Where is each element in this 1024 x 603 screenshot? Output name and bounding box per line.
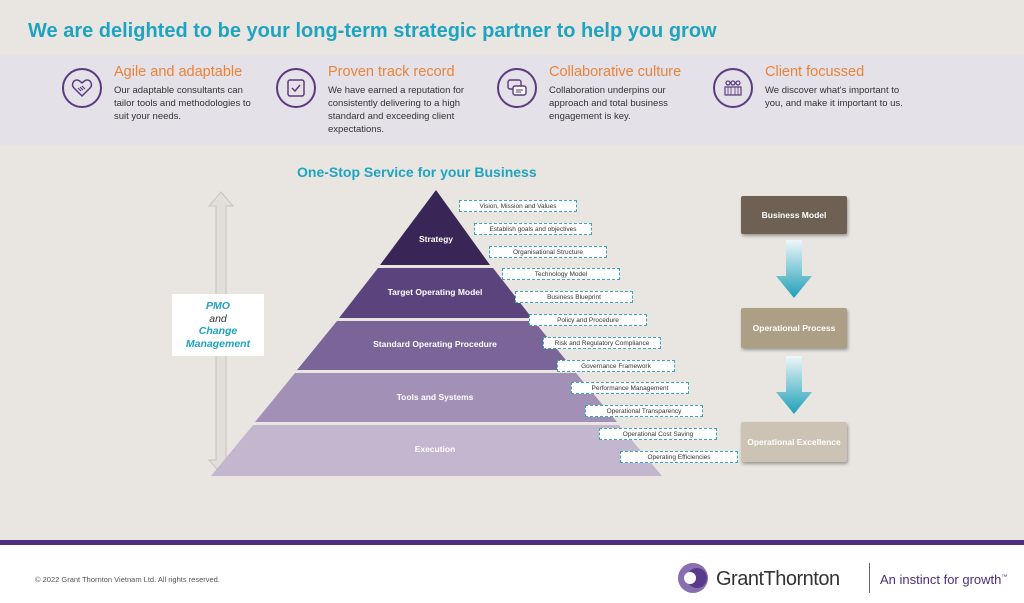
feature-body: Collaboration underpins our approach and… bbox=[549, 85, 668, 122]
pyramid-label: Strategy bbox=[418, 234, 453, 244]
flow-box-business-model: Business Model bbox=[741, 196, 847, 234]
service-tag: Operating Efficiencies bbox=[620, 451, 738, 463]
feature-title: Agile and adaptable bbox=[114, 64, 243, 80]
footer-bar bbox=[0, 540, 1024, 603]
down-arrow-icon bbox=[776, 356, 812, 414]
pyramid-level-strategy bbox=[380, 190, 490, 265]
service-tag: Operational Transparency bbox=[585, 405, 703, 417]
service-tag: Business Blueprint bbox=[515, 291, 633, 303]
chat-bubbles-icon bbox=[497, 68, 537, 108]
service-tag: Technology Model bbox=[502, 268, 620, 280]
flow-box-operational-excellence: Operational Excellence bbox=[741, 422, 847, 462]
tagline: An instinct for growth™ bbox=[880, 572, 1007, 587]
service-tag: Governance Framework bbox=[557, 360, 675, 372]
pmo-and-text: and bbox=[209, 312, 227, 325]
service-tag: Operational Cost Saving bbox=[599, 428, 717, 440]
pyramid-label: Target Operating Model bbox=[387, 287, 483, 297]
feature-title: Client focussed bbox=[765, 64, 865, 80]
down-arrow-icon bbox=[776, 240, 812, 298]
pyramid-label: Execution bbox=[414, 444, 456, 454]
diagram-subtitle: One-Stop Service for your Business bbox=[297, 164, 537, 180]
feature-body: We have earned a reputation for consiste… bbox=[328, 85, 465, 135]
tagline-text: An instinct for growth bbox=[880, 572, 1002, 587]
feature-title: Proven track record bbox=[328, 64, 455, 80]
pyramid-label: Standard Operating Procedure bbox=[373, 339, 497, 349]
logo-wordmark: GrantThornton bbox=[716, 568, 840, 590]
service-tag: Risk and Regulatory Compliance bbox=[543, 337, 661, 349]
checkbox-icon bbox=[276, 68, 316, 108]
grant-thornton-logo-icon bbox=[678, 563, 708, 593]
pmo-management-text: Management bbox=[185, 337, 251, 350]
pyramid-level-execution bbox=[211, 425, 662, 476]
logo-divider bbox=[869, 563, 870, 593]
pyramid-label: Tools and Systems bbox=[396, 392, 474, 402]
feature-body: Our adaptable consultants can tailor too… bbox=[114, 85, 251, 122]
trademark-mark: ™ bbox=[1001, 574, 1008, 581]
page-title: We are delighted to be your long-term st… bbox=[28, 20, 717, 42]
pmo-text: PMO bbox=[206, 300, 230, 312]
feature-body: We discover what's important to you, and… bbox=[765, 85, 903, 109]
service-tag: Vision, Mission and Values bbox=[459, 200, 577, 212]
people-group-icon bbox=[713, 68, 753, 108]
pyramid-level-sop bbox=[297, 321, 574, 370]
service-tag: Performance Management bbox=[571, 382, 689, 394]
pmo-change-text: Change bbox=[198, 325, 238, 337]
handshake-heart-icon bbox=[62, 68, 102, 108]
pmo-change-management-label: PMO and Change Management bbox=[172, 294, 264, 356]
feature-title: Collaborative culture bbox=[549, 64, 682, 80]
pyramid-level-tools-systems bbox=[255, 373, 617, 422]
service-tag: Establish goals and objectives bbox=[474, 223, 592, 235]
pyramid-level-target-operating-model bbox=[339, 268, 532, 318]
service-tag: Organisational Structure bbox=[489, 246, 607, 258]
service-tag: Policy and Procedure bbox=[529, 314, 647, 326]
copyright-text: © 2022 Grant Thornton Vietnam Ltd. All r… bbox=[35, 575, 220, 584]
flow-box-operational-process: Operational Process bbox=[741, 308, 847, 348]
